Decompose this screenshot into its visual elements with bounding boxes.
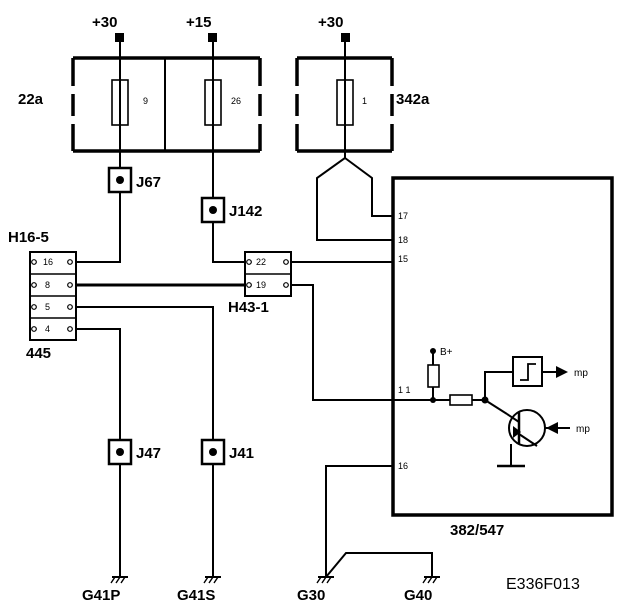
diagram-id: E336F013 — [506, 576, 580, 593]
connector-h16-pin: 5 — [45, 302, 50, 312]
ground-icon — [422, 576, 440, 584]
connector-h16-pin: 4 — [45, 324, 50, 334]
module-pin-16: 16 — [398, 461, 408, 471]
supply-label-30a: +30 — [92, 14, 117, 31]
fuse-label-1: 1 — [362, 96, 367, 106]
fuse-label-26: 26 — [231, 96, 241, 106]
fuse-1 — [336, 58, 354, 151]
connector-h43-pin: 19 — [256, 280, 266, 290]
fuse-26 — [204, 58, 222, 151]
fuse-label-9: 9 — [143, 96, 148, 106]
supply-label-15: +15 — [186, 14, 211, 31]
splice-label-j41: J41 — [229, 445, 254, 462]
ground-label-g40: G40 — [404, 587, 432, 604]
splice-label-j142: J142 — [229, 203, 262, 220]
module-pin-18: 18 — [398, 235, 408, 245]
supply-terminal-30b — [341, 33, 350, 42]
connector-h16 — [29, 251, 77, 341]
series-resistor — [449, 394, 473, 406]
supply-label-30b: +30 — [318, 14, 343, 31]
arrow-right-icon — [556, 366, 568, 378]
mp-label-1: mp — [574, 368, 588, 379]
ground-label-g41s: G41S — [177, 587, 215, 604]
splice-j47 — [107, 438, 133, 466]
connector-h43-pin: 22 — [256, 257, 266, 267]
control-module — [391, 176, 614, 517]
fuse-block-22a — [71, 56, 262, 153]
ground-icon — [110, 576, 128, 584]
connector-h43 — [244, 251, 292, 297]
ground-label-g30: G30 — [297, 587, 325, 604]
connector-h16-pin: 8 — [45, 280, 50, 290]
splice-j142 — [200, 196, 226, 224]
pullup-resistor — [427, 364, 440, 388]
ground-icon — [203, 576, 221, 584]
splice-label-j47: J47 — [136, 445, 161, 462]
schmitt-trigger-icon — [512, 356, 543, 387]
module-pin-17: 17 — [398, 211, 408, 221]
fuse-block-label-22a: 22a — [18, 91, 44, 108]
connector-name-h16: H16-5 — [8, 229, 49, 246]
splice-label-j67: J67 — [136, 174, 161, 191]
supply-terminal-15 — [208, 33, 217, 42]
mp-label-2: mp — [576, 424, 590, 435]
ground-icon — [316, 576, 334, 584]
module-label: 382/547 — [450, 522, 504, 539]
splice-j41 — [200, 438, 226, 466]
fuse-block-label-342a: 342a — [396, 91, 430, 108]
bplus-label: B+ — [440, 347, 453, 358]
fuse-9 — [111, 58, 129, 151]
splice-j67 — [107, 166, 133, 194]
connector-name-h43: H43-1 — [228, 299, 269, 316]
module-pin-11: 1 1 — [398, 385, 411, 395]
connector-h16-pin: 16 — [43, 257, 53, 267]
ground-label-g41p: G41P — [82, 587, 120, 604]
connector-code-h16: 445 — [26, 345, 51, 362]
module-pin-15: 15 — [398, 254, 408, 264]
supply-terminal-30a — [115, 33, 124, 42]
arrow-left-icon — [546, 422, 558, 434]
